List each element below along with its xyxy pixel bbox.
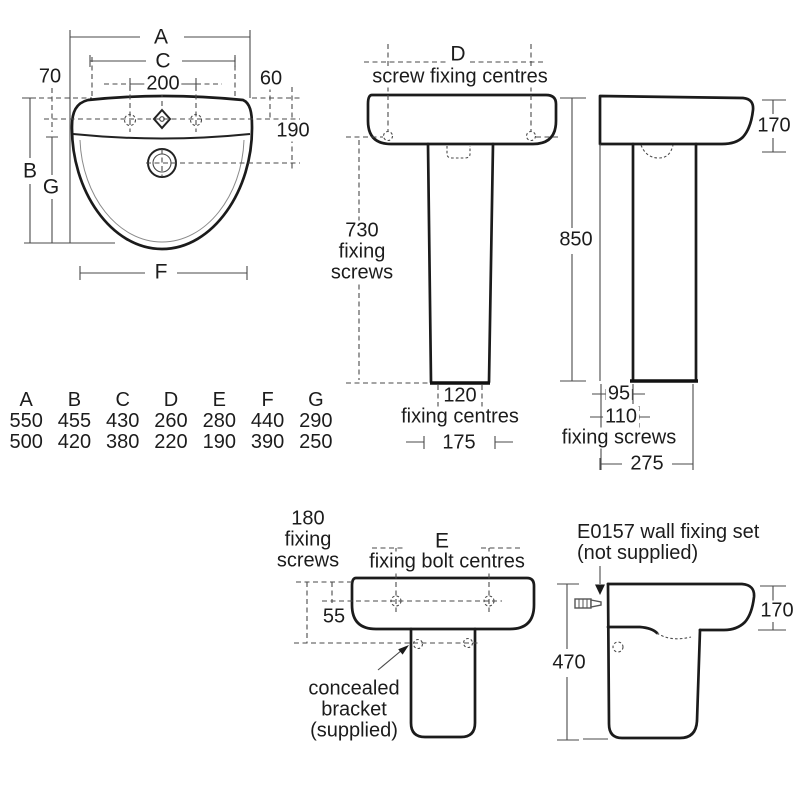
table-header: A [19, 389, 33, 411]
dim-label-170-semi: 170 [758, 599, 796, 622]
dim-label-b: B [20, 159, 40, 183]
table-header: B [67, 389, 82, 411]
dim-label-e: E [432, 529, 452, 553]
table-header: E [212, 389, 226, 411]
dim-label-60: 60 [257, 67, 285, 90]
dim-label-f: F [152, 260, 170, 284]
table-cell: 390 [250, 431, 285, 453]
dim-label-275: 275 [628, 452, 666, 475]
table-cell: 440 [250, 410, 285, 432]
side-view-drawing [560, 94, 786, 470]
table-cell: 190 [202, 431, 236, 453]
dim-label-55: 55 [320, 605, 348, 628]
table-header: F [261, 389, 274, 411]
dim-caption-fixing-bolt-centres: fixing bolt centres [367, 550, 527, 573]
dim-label-180-fixing-screws: 180 fixing screws [274, 507, 342, 572]
table-cell: 290 [299, 410, 333, 432]
dim-label-d: D [448, 42, 468, 66]
table-cell: 250 [299, 431, 333, 453]
dim-caption-fixing-screws: fixing screws [559, 426, 679, 449]
dim-label-g: G [40, 175, 62, 199]
fixing-screw-left [382, 130, 394, 142]
dim-label-120: 120 [441, 384, 479, 407]
fixing-screw-right [525, 130, 537, 142]
table-header: G [308, 389, 324, 411]
table-cell: 380 [106, 431, 140, 453]
dim-caption-screw-fixing: screw fixing centres [370, 65, 550, 88]
pedestal-side [631, 142, 698, 383]
dim-label-850: 850 [557, 228, 595, 251]
dim-label-a: A [151, 25, 171, 49]
plan-view-drawing [22, 30, 300, 280]
dim-label-200: 200 [144, 72, 182, 95]
dim-label-470: 470 [550, 651, 588, 674]
note-concealed-bracket: concealed bracket (supplied) [306, 677, 402, 742]
table-cell: 220 [154, 431, 188, 453]
table-cell: 420 [57, 431, 92, 453]
table-cell: 550 [9, 410, 43, 432]
dim-caption-fixing-centres: fixing centres [399, 405, 521, 428]
dim-label-c: C [153, 49, 173, 73]
note-wall-fixing-set: E0157 wall fixing set (not supplied) [575, 521, 762, 564]
tap-hole [152, 108, 172, 130]
wall-screw-icon [574, 598, 602, 609]
fixing-set-arrowhead [595, 584, 605, 595]
table-cell: 500 [9, 431, 43, 453]
dim-label-170-side: 170 [755, 114, 793, 137]
pedestal-front [426, 142, 495, 384]
dim-label-110: 110 [603, 405, 639, 428]
semi-pedestal-side [606, 582, 702, 740]
semi-pedestal-front-drawing [294, 547, 536, 739]
table-header: D [163, 389, 179, 411]
dim-label-70: 70 [36, 65, 64, 88]
dim-label-730-fixing-screws: 730 fixing screws [328, 219, 396, 284]
table-cell: 430 [106, 410, 140, 432]
bracket-hole-left [412, 638, 424, 650]
dim-label-175: 175 [440, 431, 478, 454]
dim-label-190: 190 [274, 119, 312, 142]
table-header: C [115, 389, 130, 411]
semi-pedestal-side-drawing [557, 566, 786, 741]
bracket-hole-side [612, 641, 624, 653]
table-cell: 455 [57, 410, 92, 432]
table-cell: 260 [154, 410, 188, 432]
table-cell: 280 [202, 410, 236, 432]
semi-pedestal-front [409, 627, 477, 739]
dim-label-95: 95 [605, 382, 633, 405]
bracket-pointer-arrowhead [398, 645, 409, 655]
dimension-table: A B C D E F G 550 455 430 260 280 440 29… [2, 389, 340, 453]
